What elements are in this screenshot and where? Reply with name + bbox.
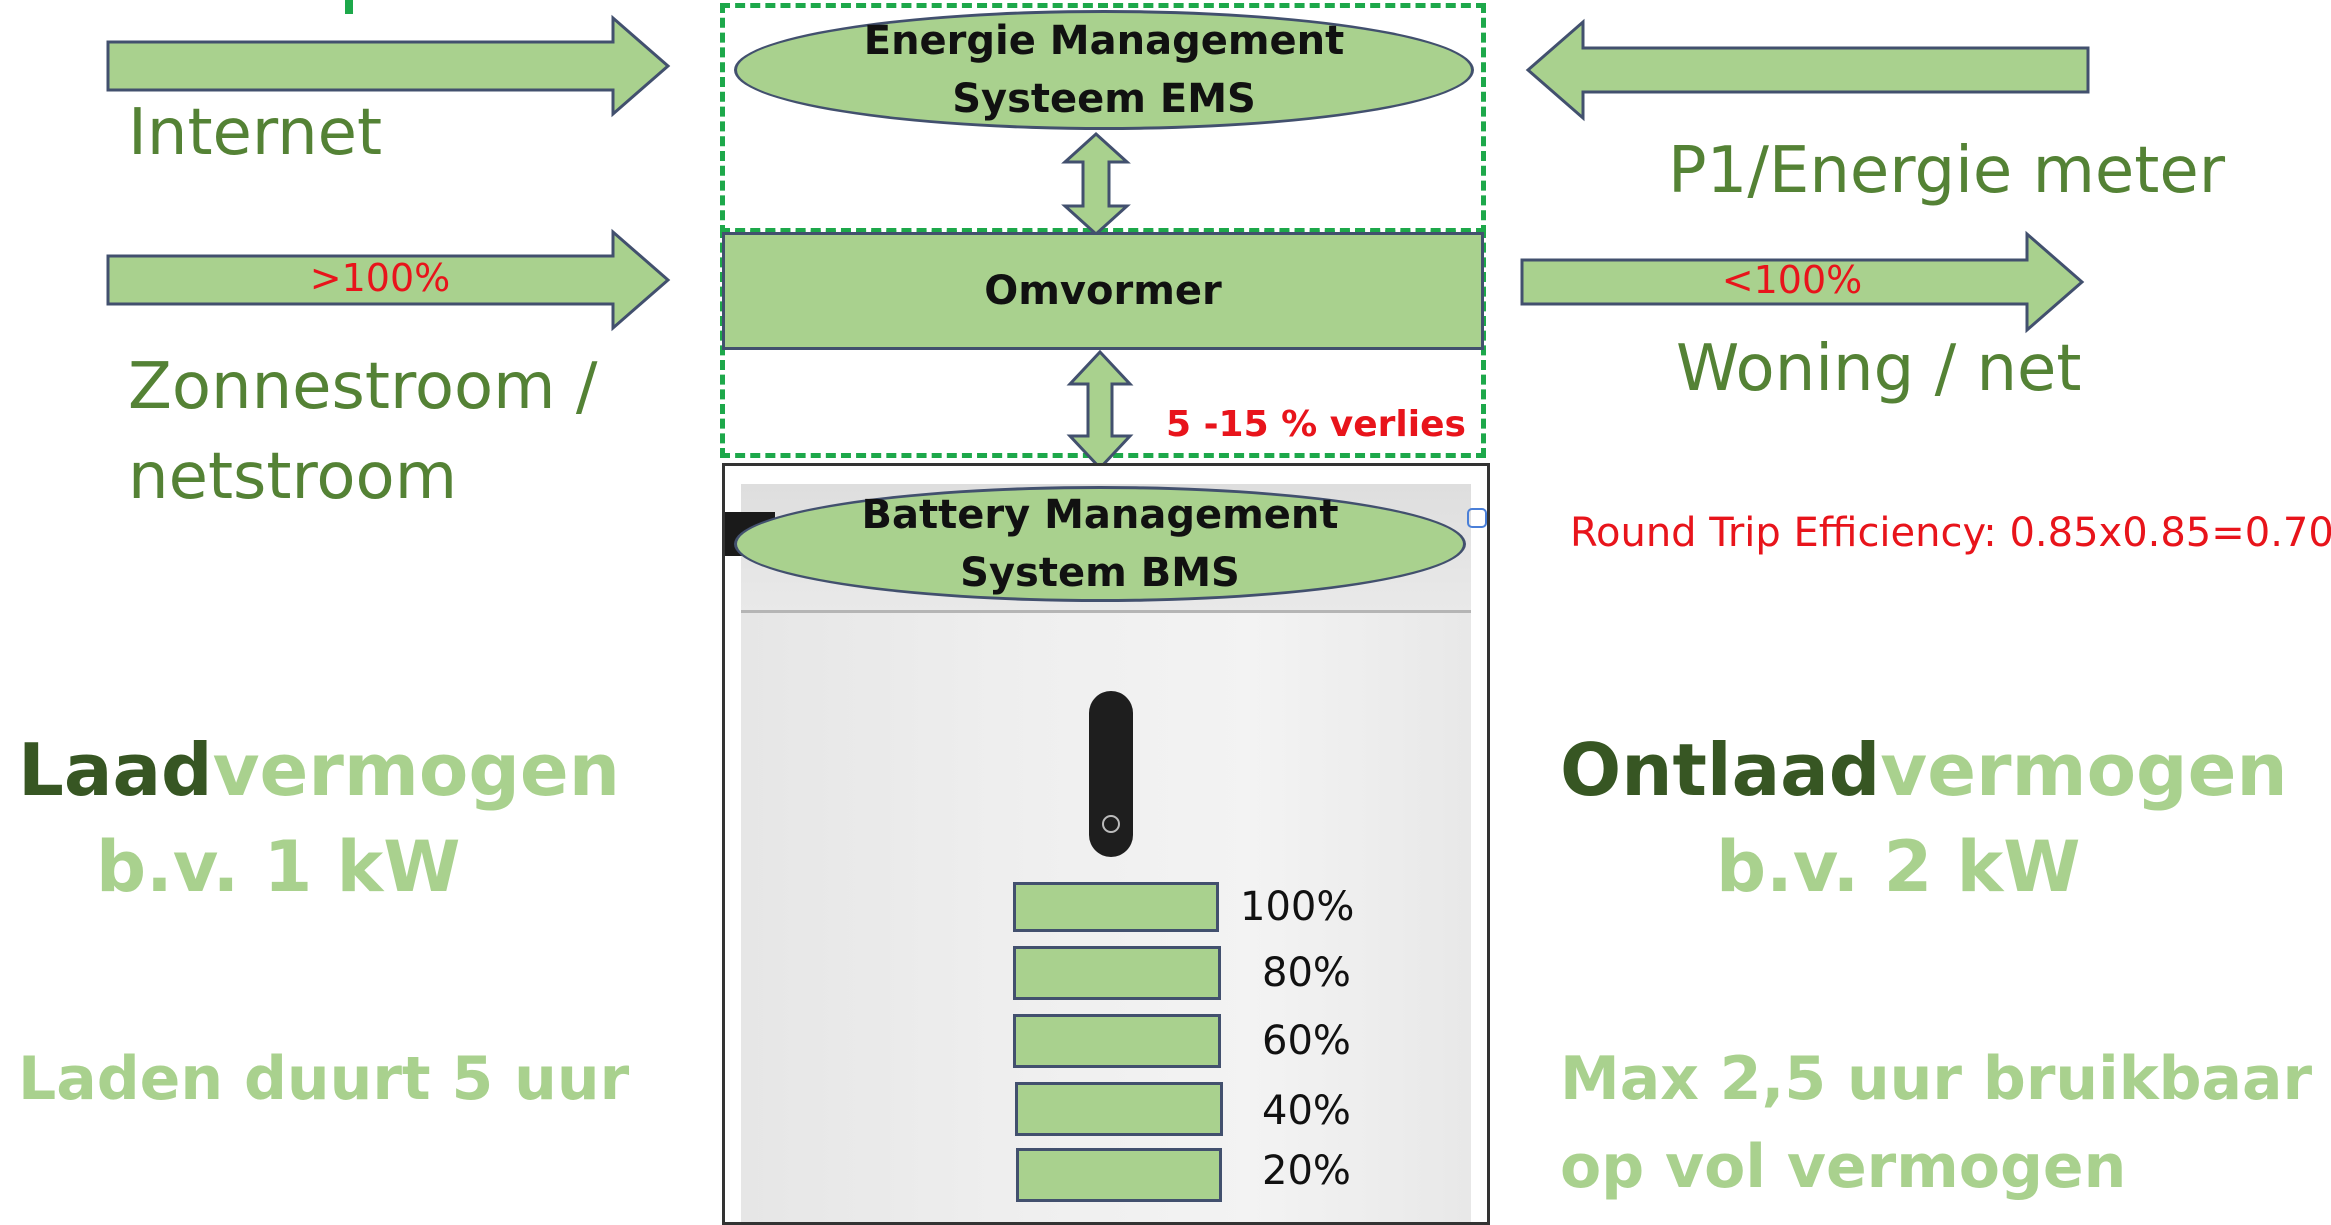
charge-title-dark: Laad <box>18 728 213 812</box>
solar-label-line1: Zonnestroom / <box>128 350 598 424</box>
solar-label-line2: netstroom <box>128 440 458 514</box>
discharge-power-title: Ontlaadvermogen <box>1560 728 2288 812</box>
loss-label: 5 -15 % verlies <box>1166 404 1466 445</box>
charge-example: b.v. 1 kW <box>96 826 461 908</box>
battery-level-label-60: 60% <box>1262 1018 1351 1064</box>
bms-label-line1: Battery Management <box>861 492 1339 538</box>
battery-level-label-100: 100% <box>1240 884 1355 930</box>
charge-title-light: vermogen <box>212 728 620 812</box>
inverter-battery-double-arrow <box>1066 349 1134 471</box>
internet-arrow <box>106 14 671 118</box>
meter-label: P1/Energie meter <box>1668 134 2226 208</box>
home-arrow <box>1520 230 2085 334</box>
solar-arrow-label: >100% <box>309 256 451 300</box>
battery-level-label-80: 80% <box>1262 950 1351 996</box>
solar-arrow <box>106 228 671 332</box>
ems-inverter-double-arrow <box>1061 131 1131 237</box>
discharge-title-light: vermogen <box>1880 728 2288 812</box>
charge-power-title: Laadvermogen <box>18 728 620 812</box>
discharge-example: b.v. 2 kW <box>1716 826 2081 908</box>
visual-search-icon <box>1467 508 1487 528</box>
inverter-label: Omvormer <box>984 268 1222 314</box>
ems-ellipse: Energie Management Systeem EMS <box>734 10 1474 130</box>
discharge-title-dark: Ontlaad <box>1560 728 1881 812</box>
home-label: Woning / net <box>1676 332 2082 406</box>
meter-arrow <box>1525 18 2090 122</box>
bms-ellipse: Battery Management System BMS <box>734 486 1466 602</box>
battery-level-bar-60 <box>1013 1014 1221 1068</box>
battery-level-label-40: 40% <box>1262 1088 1351 1134</box>
battery-level-label-20: 20% <box>1262 1148 1351 1194</box>
inverter-box: Omvormer <box>722 232 1484 350</box>
battery-level-bar-20 <box>1016 1148 1222 1202</box>
round-trip-efficiency: Round Trip Efficiency: 0.85x0.85=0.70 <box>1570 510 2331 556</box>
battery-level-bar-40 <box>1015 1082 1223 1136</box>
battery-power-button <box>1089 691 1133 857</box>
battery-level-bar-100 <box>1013 882 1219 932</box>
battery-level-bar-80 <box>1013 946 1221 1000</box>
discharge-duration-line1: Max 2,5 uur bruikbaar <box>1560 1044 2313 1114</box>
ems-label-line2: Systeem EMS <box>952 76 1256 122</box>
charge-duration: Laden duurt 5 uur <box>18 1044 630 1114</box>
bms-label-line2: System BMS <box>960 550 1240 596</box>
cropped-marker <box>345 0 353 14</box>
ems-label-line1: Energie Management <box>863 18 1345 64</box>
power-button-indicator-icon <box>1102 815 1120 833</box>
internet-label: Internet <box>128 96 383 170</box>
discharge-duration-line2: op vol vermogen <box>1560 1132 2127 1202</box>
home-arrow-label: <100% <box>1721 258 1863 302</box>
